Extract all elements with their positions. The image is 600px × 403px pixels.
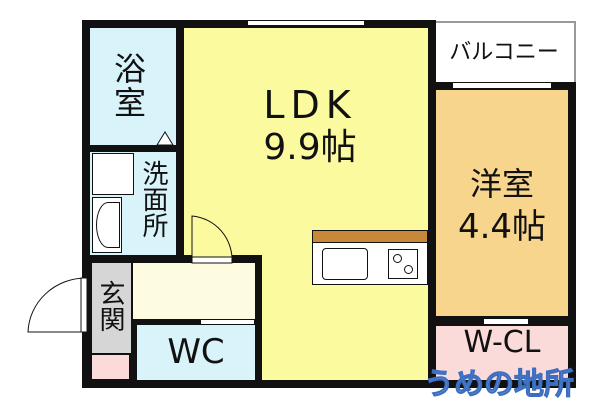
washbasin-icon (92, 197, 122, 253)
stove-icon (388, 249, 418, 279)
room-balcony (436, 21, 576, 82)
ldk-size: 9.9帖 (263, 127, 357, 168)
ldk-window (247, 20, 365, 26)
western-window (452, 82, 552, 89)
sink-icon (322, 248, 368, 280)
western-size: 4.4帖 (457, 207, 547, 247)
hallway (133, 263, 255, 319)
wcl-label: W-CL (463, 325, 541, 360)
washing-machine (92, 153, 134, 195)
room-western (436, 90, 568, 316)
room-wcl (436, 326, 568, 380)
balcony-label: バルコニー (449, 40, 559, 65)
bath-door-triangle-icon (156, 131, 174, 146)
room-bath (90, 28, 176, 145)
room-entrance (92, 263, 131, 353)
wc-door (200, 319, 255, 325)
entrance-label: 玄関 (95, 280, 125, 332)
wcl-door (483, 318, 529, 325)
washroom-label: 洗面所 (138, 160, 168, 238)
bath-label: 浴室 (109, 52, 147, 120)
entrance-door-icon (27, 277, 88, 333)
ldk-label: LDK (263, 83, 357, 127)
ldk-door-icon (191, 215, 233, 264)
room-ldk (184, 28, 428, 255)
counter-top (312, 230, 428, 243)
room-wc (137, 325, 255, 380)
watermark-logo: うめの地所 (424, 367, 575, 402)
wc-label: WC (167, 332, 225, 372)
entrance-floor-pink (92, 355, 129, 379)
western-label: 洋室 (469, 165, 534, 203)
